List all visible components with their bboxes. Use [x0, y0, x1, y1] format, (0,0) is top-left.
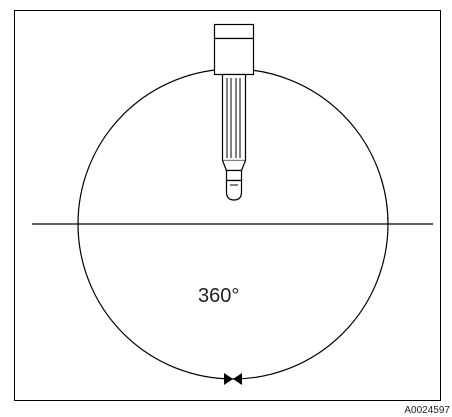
sensor-electrode-icon: [213, 23, 255, 201]
rotation-angle-label: 360°: [198, 285, 240, 307]
figure-id-label: A0024597: [404, 405, 450, 416]
rotation-arrow-icon: [224, 373, 242, 385]
diagram-frame: [14, 10, 441, 401]
